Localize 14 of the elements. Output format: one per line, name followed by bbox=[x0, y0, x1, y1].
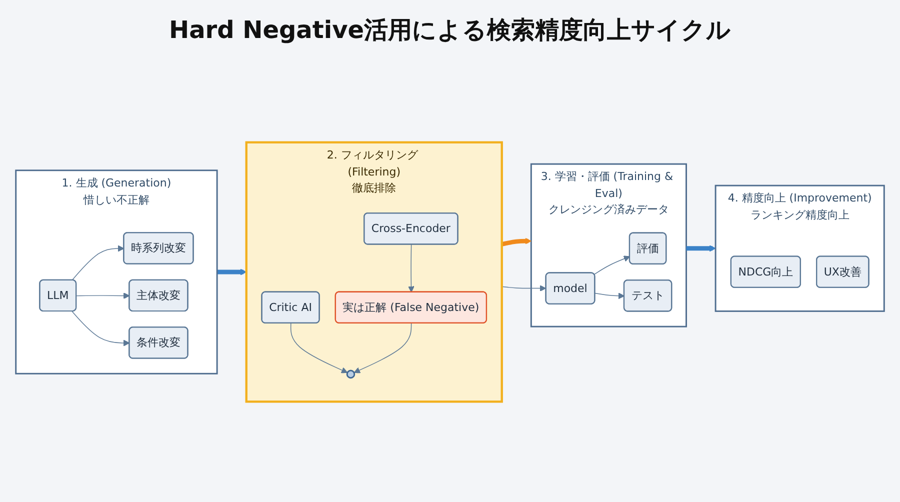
arrow bbox=[72, 245, 124, 281]
arrow bbox=[217, 268, 247, 276]
arrow bbox=[501, 238, 532, 246]
arrow bbox=[594, 256, 630, 275]
arrow bbox=[76, 292, 130, 299]
arrow bbox=[290, 322, 348, 374]
arrow bbox=[354, 322, 412, 374]
node-circle bbox=[346, 370, 356, 379]
title: Hard Negative活用による検索精度向上サイクル bbox=[168, 15, 732, 46]
arrow bbox=[501, 285, 546, 292]
arrow bbox=[408, 244, 414, 292]
arrow bbox=[72, 311, 130, 346]
arrow bbox=[594, 292, 625, 300]
arrow bbox=[686, 245, 716, 252]
